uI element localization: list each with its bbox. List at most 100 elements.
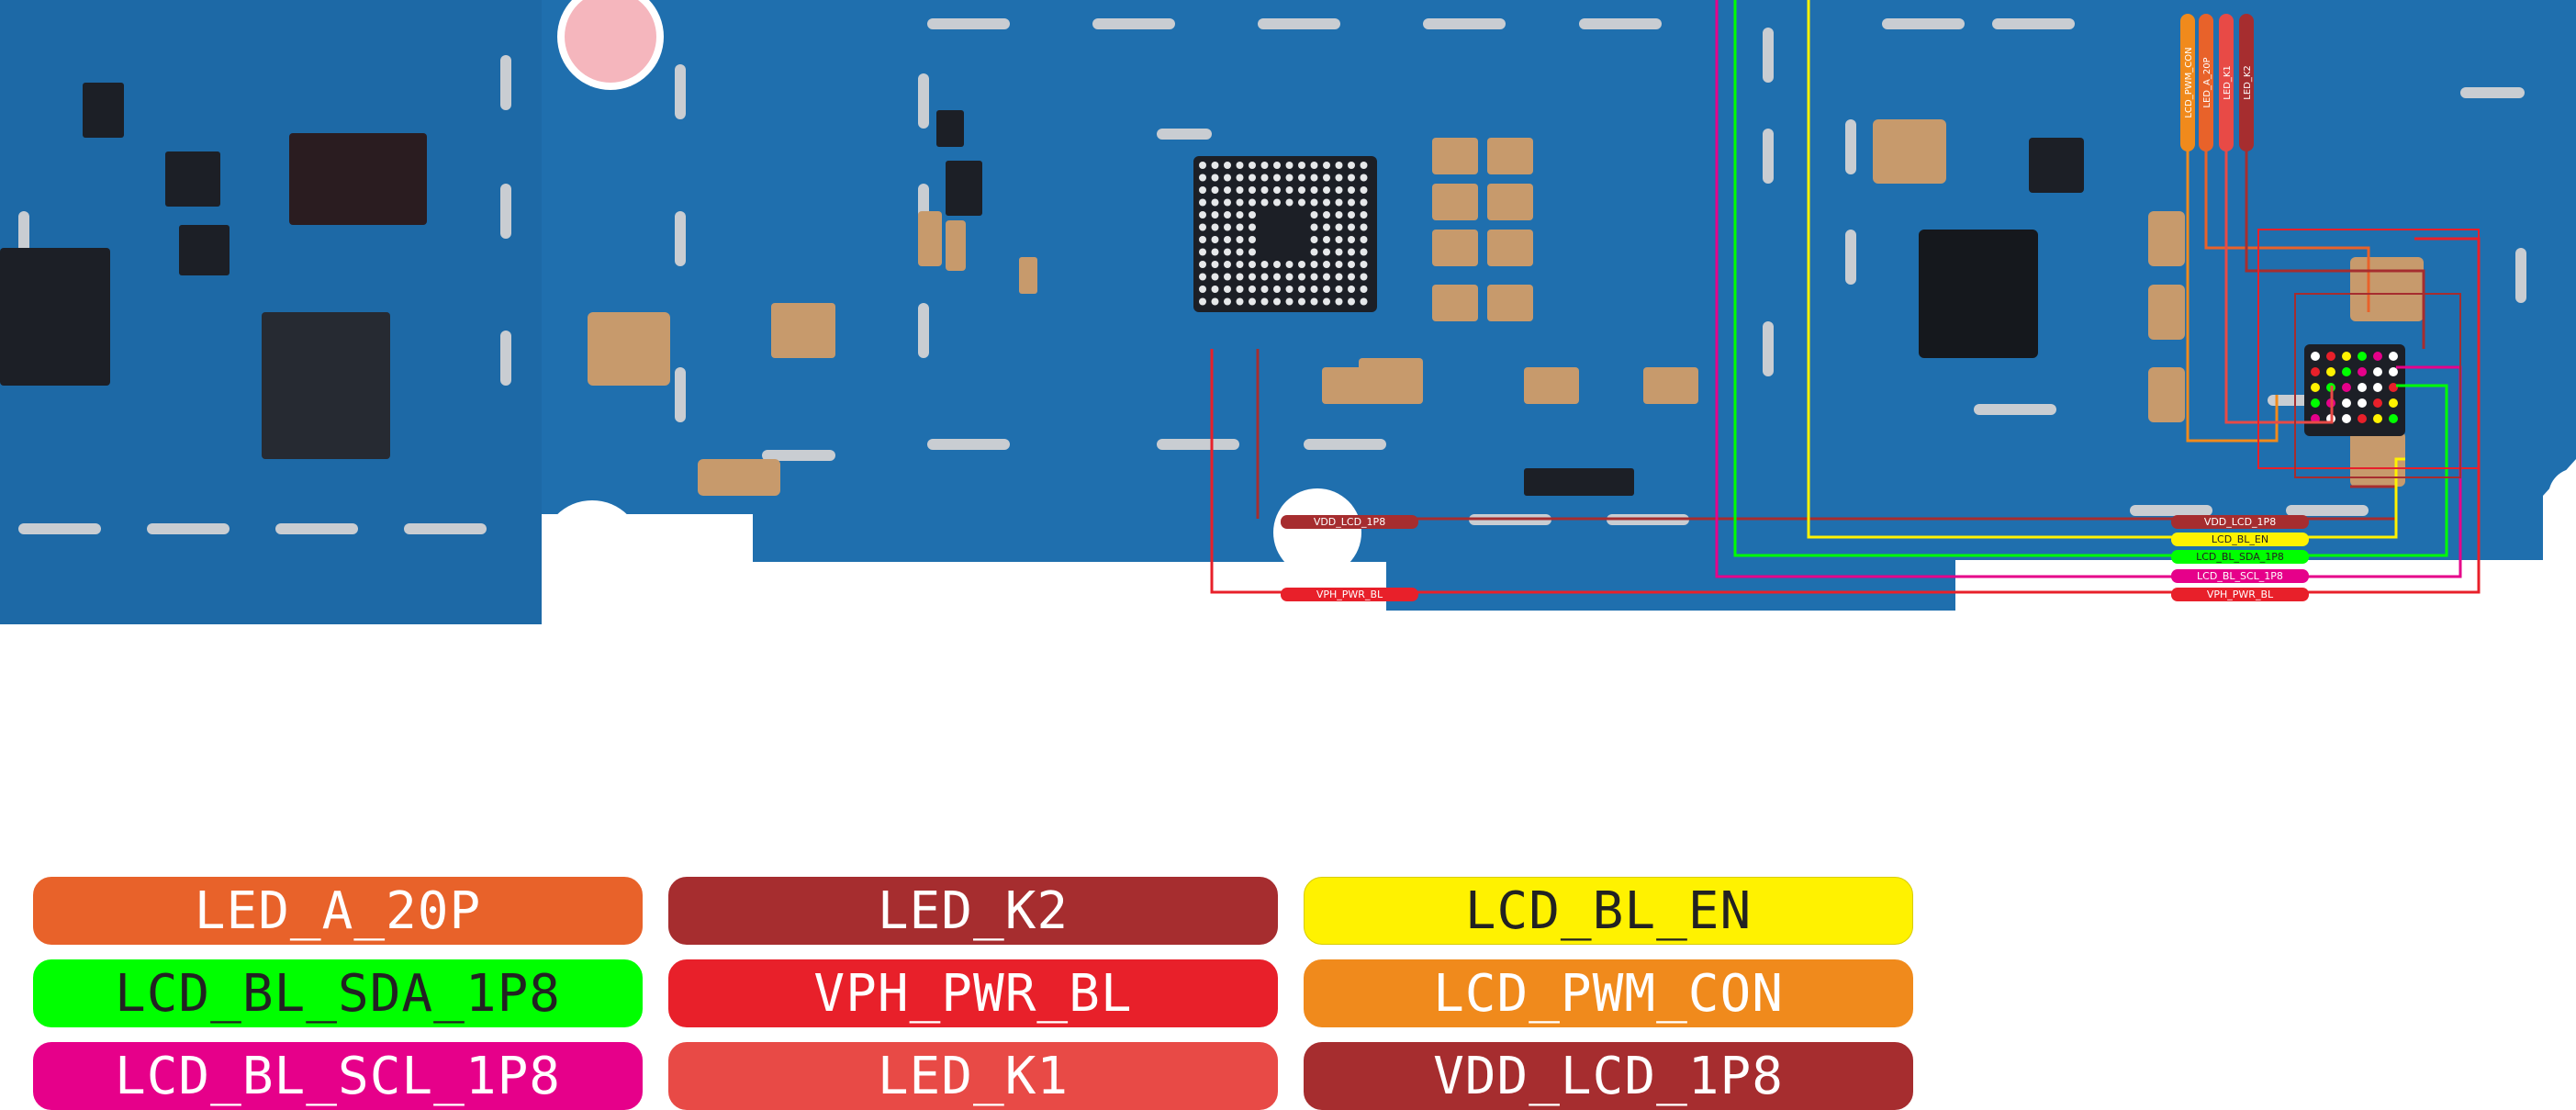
bga-ball <box>1335 261 1343 268</box>
bga-ball <box>1199 273 1206 281</box>
bga-ball <box>1249 286 1256 293</box>
bga-ball <box>1211 162 1219 169</box>
bga-ball <box>1224 174 1231 182</box>
bga-ball <box>1285 174 1294 182</box>
bga-ball <box>1260 186 1269 194</box>
bga-ball <box>1249 174 1256 182</box>
ic-ball <box>2373 367 2382 376</box>
bga-ball <box>1249 236 1256 243</box>
bga-ball <box>1260 273 1269 281</box>
bga-ball <box>1323 174 1330 182</box>
bga-ball <box>1224 248 1231 256</box>
bga-ball <box>1273 174 1281 182</box>
legend-lcd-bl-en: LCD_BL_EN <box>1304 877 1913 945</box>
bga-ball <box>1310 174 1318 182</box>
legend-label: LCD_PWM_CON <box>1433 963 1784 1024</box>
pad-row <box>18 18 2526 534</box>
trace-led-k1 <box>2224 147 2334 424</box>
bga-ball <box>1348 297 1355 306</box>
bga-ball <box>1273 297 1281 306</box>
legend-label: VDD_LCD_1P8 <box>1433 1046 1784 1106</box>
bga-ball <box>1310 236 1318 243</box>
ic-ball <box>2373 414 2382 423</box>
bga-ball <box>1224 261 1231 268</box>
bga-ball <box>1273 286 1281 293</box>
vtag-led-k2: LED_K2 <box>2239 14 2254 151</box>
bga-ball <box>1199 186 1206 194</box>
vtag-led-k1-text: LED_K1 <box>2223 65 2233 100</box>
bga-ball <box>1236 198 1244 207</box>
vtag-led-k1: LED_K1 <box>2219 14 2234 151</box>
bga-ball <box>1260 297 1269 306</box>
bga-ball <box>1323 273 1330 281</box>
bga-ball <box>1298 174 1305 182</box>
bga-ball <box>1273 261 1281 268</box>
bga-ball <box>1211 236 1219 243</box>
bga-ball <box>1249 211 1256 219</box>
tag-vdd-right-text: VDD_LCD_1P8 <box>2204 516 2276 528</box>
bga-ball <box>1249 198 1256 207</box>
trace-bl-en <box>1807 0 2405 539</box>
bga-ball <box>1348 174 1355 182</box>
bga-ball <box>1260 261 1269 268</box>
tag-sda-right-text: LCD_BL_SDA_1P8 <box>2196 551 2284 563</box>
bga-ball <box>1260 174 1269 182</box>
bga-ball <box>1335 223 1343 231</box>
bga-ball <box>1236 273 1244 281</box>
legend-led-a-20p: LED_A_20P <box>33 877 643 945</box>
bga-ball <box>1236 236 1244 243</box>
bga-ball <box>1310 297 1318 306</box>
bga-ball <box>1260 198 1269 207</box>
ic-chips <box>0 83 2084 496</box>
tag-bl-en-right-text: LCD_BL_EN <box>2212 533 2268 545</box>
bga-ball <box>1348 211 1355 219</box>
bga-ball <box>1249 162 1256 169</box>
bga-ball <box>1236 261 1244 268</box>
bga-ball <box>1310 248 1318 256</box>
bga-ball <box>1285 273 1294 281</box>
legend-label: LCD_BL_SCL_1P8 <box>114 1046 561 1106</box>
legend-label: VPH_PWR_BL <box>813 963 1133 1024</box>
bga-ball <box>1224 223 1231 231</box>
bga-chip <box>1193 156 1377 312</box>
ic-ball <box>2342 383 2351 392</box>
bga-ball <box>1285 286 1294 293</box>
ic-ball <box>2373 352 2382 361</box>
ic-ball <box>2342 414 2351 423</box>
bga-ball <box>1273 273 1281 281</box>
bga-ball <box>1211 186 1219 194</box>
bga-ball <box>1211 286 1219 293</box>
bga-ball <box>1360 223 1368 231</box>
bga-ball <box>1224 273 1231 281</box>
bga-ball <box>1323 297 1330 306</box>
ic-ball <box>2373 398 2382 408</box>
bga-ball <box>1298 261 1305 268</box>
bga-ball <box>1323 162 1330 169</box>
bga-ball <box>1360 286 1368 293</box>
bga-ball <box>1310 198 1318 207</box>
signal-traces <box>1210 0 2481 594</box>
bga-ball <box>1360 248 1368 256</box>
bga-ball <box>1236 297 1244 306</box>
bga-ball <box>1236 223 1244 231</box>
bga-ball <box>1224 297 1231 306</box>
bga-ball <box>1323 186 1330 194</box>
trace-led-k2 <box>2245 147 2425 349</box>
bga-ball <box>1224 236 1231 243</box>
ic-ball <box>2389 414 2398 423</box>
bga-ball <box>1249 261 1256 268</box>
ic-ball <box>2311 398 2320 408</box>
bga-ball <box>1348 162 1355 169</box>
trace-scl <box>1715 0 2462 578</box>
bga-ball <box>1224 198 1231 207</box>
bga-ball <box>1348 186 1355 194</box>
bga-ball <box>1224 211 1231 219</box>
ic-ball <box>2358 352 2367 361</box>
ic-ball <box>2358 383 2367 392</box>
bga-ball <box>1211 198 1219 207</box>
ic-ball <box>2326 367 2335 376</box>
bga-ball <box>1224 286 1231 293</box>
ic-ball <box>2358 367 2367 376</box>
bga-ball <box>1285 162 1294 169</box>
tag-scl-right: LCD_BL_SCL_1P8 <box>2171 569 2309 583</box>
